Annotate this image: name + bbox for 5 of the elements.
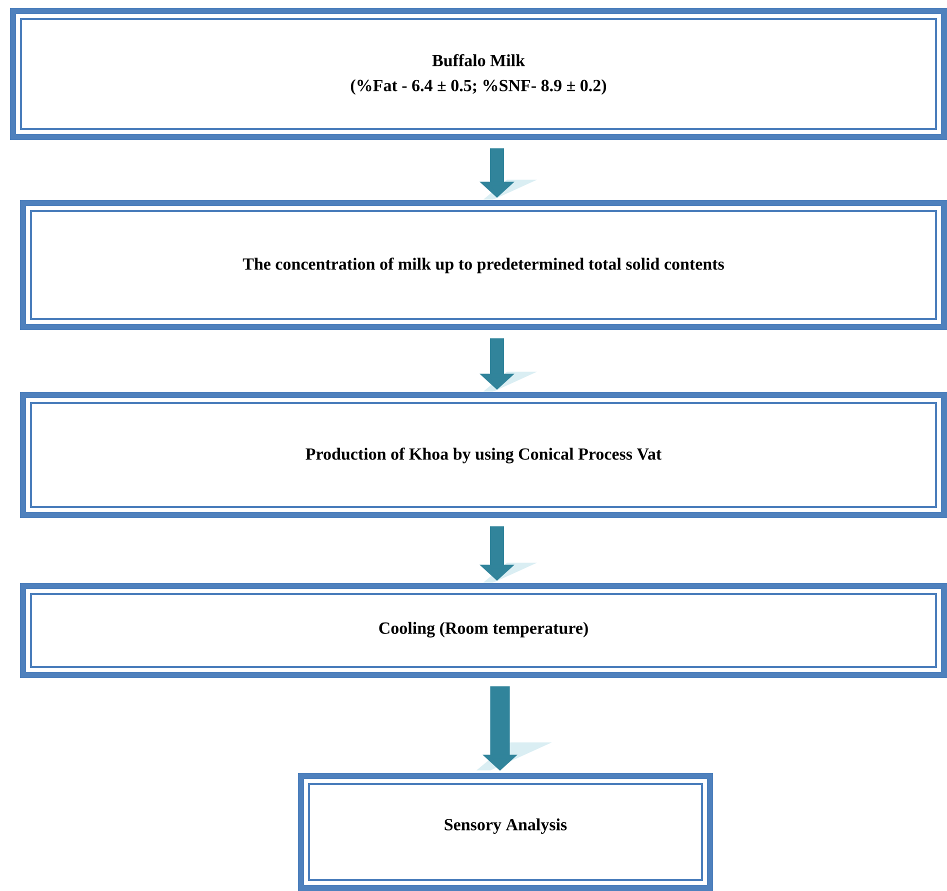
process-box: The concentration of milk up to predetermined total solid contents: [20, 200, 947, 330]
process-box: Sensory Analysis: [298, 773, 713, 891]
process-box: Production of Khoa by using Conical Process Vat: [20, 392, 947, 518]
process-box: Cooling (Room temperature): [20, 583, 947, 678]
process-box: Buffalo Milk (%Fat - 6.4 ± 0.5; %SNF- 8.9 ± 0.2): [10, 8, 947, 140]
